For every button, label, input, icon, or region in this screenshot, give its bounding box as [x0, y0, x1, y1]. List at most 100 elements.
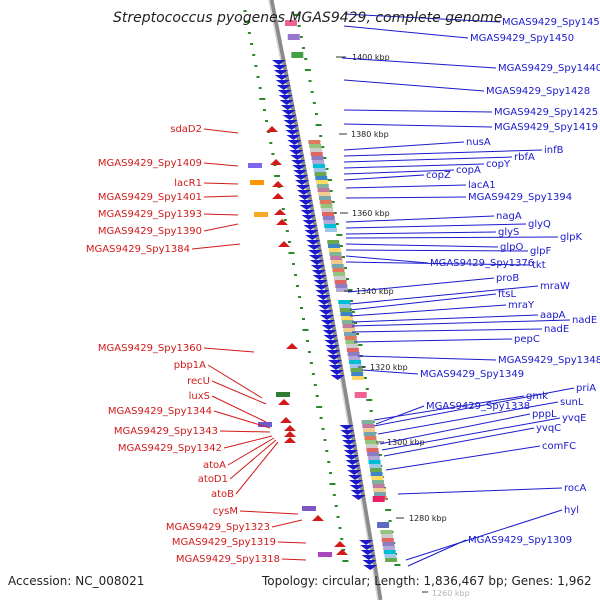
gene-label[interactable]: MGAS9429_Spy1428 [486, 86, 590, 97]
feature-block [316, 180, 329, 184]
gene-label[interactable]: MGAS9429_Spy1453 [502, 17, 600, 28]
gene-label[interactable]: MGAS9429_Spy1319 [172, 537, 276, 548]
forward-gene-arrow [279, 100, 294, 105]
gc-mark [319, 417, 323, 419]
gene-label[interactable]: MGAS9429_Spy1376 [430, 258, 534, 269]
feature-block [316, 184, 329, 188]
gene-label[interactable]: MGAS9429_Spy1419 [494, 122, 598, 133]
gene-label[interactable]: atoA [203, 460, 226, 471]
reverse-feature-block [302, 506, 316, 511]
feature-block [372, 484, 385, 488]
gene-label[interactable]: priA [576, 383, 596, 394]
gene-label[interactable]: MGAS9429_Spy1338 [426, 401, 530, 412]
gene-label[interactable]: recU [187, 376, 210, 387]
forward-gene-arrow [362, 560, 377, 565]
gene-label[interactable]: copZ [426, 170, 451, 181]
feature-block [341, 316, 354, 320]
gene-label[interactable]: nagA [496, 211, 522, 222]
gene-label[interactable]: luxS [189, 391, 210, 402]
scale-tick-label: 1400 kbp [352, 53, 390, 62]
gene-label[interactable]: mraY [508, 300, 535, 311]
gene-label[interactable]: MGAS9429_Spy1360 [98, 343, 202, 354]
gc-mark [342, 560, 349, 562]
feature-block [309, 148, 322, 152]
gene-label[interactable]: lacR1 [174, 178, 202, 189]
feature-block [385, 558, 398, 562]
gene-label[interactable]: mraW [540, 281, 570, 292]
gene-label[interactable]: glpF [530, 246, 551, 257]
gene-label[interactable]: pepC [514, 334, 540, 345]
feature-block [340, 312, 353, 316]
gene-label[interactable]: MGAS9429_Spy1323 [166, 522, 270, 533]
gene-label[interactable]: MGAS9429_Spy1342 [118, 443, 222, 454]
forward-gene-arrow [348, 475, 363, 480]
gc-mark [329, 483, 336, 485]
gene-label[interactable]: MGAS9429_Spy1450 [470, 33, 574, 44]
feature-block [291, 52, 304, 58]
gene-label[interactable]: MGAS9429_Spy1309 [468, 535, 572, 546]
feature-block [315, 176, 328, 180]
map-title: Streptococcus pyogenes MGAS9429, complet… [113, 10, 502, 26]
gene-label[interactable]: MGAS9429_Spy1349 [420, 369, 524, 380]
gene-label[interactable]: pppL [532, 409, 557, 420]
gene-label[interactable]: tkt [532, 260, 546, 271]
reverse-gene-arrow [270, 159, 282, 165]
forward-gene-arrow [321, 325, 336, 330]
gene-label[interactable]: ftsL [498, 289, 516, 300]
gene-label[interactable]: atoB [211, 489, 234, 500]
gene-label[interactable]: rocA [564, 483, 587, 494]
gc-mark [329, 472, 333, 474]
gene-label[interactable]: glpO [500, 242, 523, 253]
gene-label[interactable]: cysM [213, 506, 238, 517]
gene-label[interactable]: MGAS9429_Spy1440 [498, 63, 600, 74]
topology-text: Topology: circular; Length: 1,836,467 bp… [262, 574, 592, 588]
gene-label[interactable]: atoD1 [198, 474, 228, 485]
gene-label[interactable]: glyQ [528, 219, 551, 230]
gene-label[interactable]: infB [544, 145, 564, 156]
gene-label[interactable]: MGAS9429_Spy1343 [114, 426, 218, 437]
forward-gene-arrow [298, 200, 313, 205]
gene-label[interactable]: pbp1A [174, 360, 206, 371]
gene-label[interactable]: nadE [544, 324, 569, 335]
gene-label[interactable]: hyl [564, 505, 579, 516]
forward-gene-arrow [292, 165, 307, 170]
gene-label[interactable]: MGAS9429_Spy1394 [468, 192, 572, 203]
reverse-feature-block [250, 180, 264, 185]
gene-label[interactable]: MGAS9429_Spy1401 [98, 192, 202, 203]
gene-label[interactable]: sunL [560, 397, 584, 408]
gene-label[interactable]: MGAS9429_Spy1425 [494, 107, 598, 118]
gene-label[interactable]: MGAS9429_Spy1384 [86, 244, 190, 255]
forward-gene-arrow [347, 470, 362, 475]
gene-label[interactable]: glpK [560, 232, 582, 243]
forward-gene-arrow [302, 220, 317, 225]
scale-tick-label: 1380 kbp [351, 130, 389, 139]
gene-label[interactable]: comFC [542, 441, 576, 452]
feature-block [329, 252, 342, 256]
gene-label[interactable]: yvqC [536, 423, 561, 434]
gene-label[interactable]: sdaD2 [170, 124, 202, 135]
gene-label[interactable]: proB [496, 273, 519, 284]
forward-gene-arrow [318, 305, 333, 310]
scale-tick-label: 1360 kbp [352, 209, 390, 218]
gene-label[interactable]: MGAS9429_Spy1390 [98, 226, 202, 237]
gene-label[interactable]: aapA [540, 310, 566, 321]
forward-gene-arrow [359, 540, 374, 545]
gene-label[interactable]: nadE [572, 315, 597, 326]
gene-label[interactable]: nusA [466, 137, 491, 148]
gene-label[interactable]: MGAS9429_Spy1344 [108, 406, 212, 417]
gene-label[interactable]: MGAS9429_Spy1348 [498, 355, 600, 366]
gene-label[interactable]: MGAS9429_Spy1409 [98, 158, 202, 169]
gene-label[interactable]: glyS [498, 227, 519, 238]
gene-label[interactable]: copY [486, 159, 511, 170]
gene-label[interactable]: rbfA [514, 152, 535, 163]
gene-label[interactable]: MGAS9429_Spy1393 [98, 209, 202, 220]
gene-label[interactable]: lacA1 [468, 180, 496, 191]
gc-mark [336, 234, 343, 236]
gene-label[interactable]: yvqE [562, 413, 587, 424]
gene-label[interactable]: copA [456, 165, 481, 176]
reverse-gene-arrow [336, 549, 348, 555]
feature-block [319, 196, 332, 200]
gene-label[interactable]: gmk [526, 391, 548, 402]
gene-label[interactable]: MGAS9429_Spy1318 [176, 554, 280, 565]
gc-mark [325, 450, 329, 452]
